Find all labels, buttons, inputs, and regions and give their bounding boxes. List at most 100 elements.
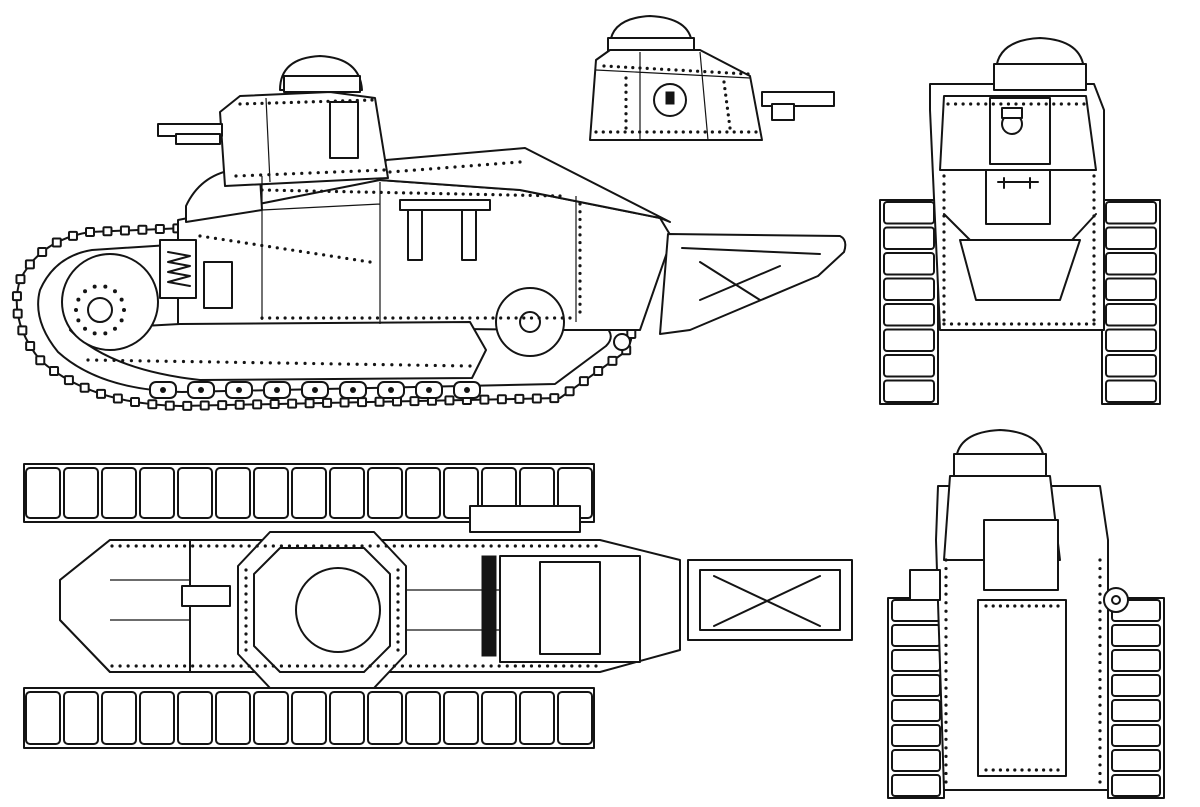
- rivet: [383, 316, 387, 320]
- rivet: [514, 316, 518, 320]
- track-pad: [101, 467, 137, 519]
- rivet: [181, 359, 186, 364]
- rivet: [469, 164, 473, 168]
- rivet: [213, 236, 218, 240]
- track-pad: [25, 691, 61, 745]
- rear-elevation-view: [887, 429, 1165, 799]
- front-rivets: [942, 102, 1096, 326]
- rivet: [291, 316, 295, 320]
- rivet: [505, 664, 509, 668]
- rivet: [255, 664, 259, 668]
- rivet: [1049, 604, 1053, 608]
- track-pad: [63, 467, 99, 519]
- rivet: [481, 544, 485, 548]
- rivet: [431, 191, 435, 196]
- rivet: [728, 126, 732, 130]
- rivet: [239, 544, 243, 548]
- rivet: [401, 191, 406, 195]
- rivet: [1034, 768, 1038, 772]
- rivet: [554, 664, 558, 668]
- rivet: [238, 102, 242, 106]
- rivet: [1098, 763, 1102, 767]
- rivet: [416, 544, 421, 548]
- track-pad: [1111, 699, 1161, 722]
- rivet: [291, 172, 296, 176]
- rivet: [942, 294, 946, 298]
- track-link: [549, 393, 560, 404]
- rivet: [312, 544, 316, 548]
- track-pad: [253, 691, 289, 745]
- rivet: [206, 235, 210, 239]
- track-pad: [883, 328, 935, 352]
- turret-detail-slot: [665, 91, 675, 105]
- rivet: [499, 316, 503, 320]
- rivet: [609, 64, 613, 68]
- rivet: [126, 544, 130, 548]
- track-pad: [139, 467, 175, 519]
- rivet: [957, 322, 961, 326]
- rivet: [221, 237, 225, 242]
- rivet: [459, 364, 463, 368]
- rear-right-track: [1107, 597, 1165, 799]
- rivet: [433, 544, 437, 548]
- rear-spare-hub: [1111, 595, 1121, 605]
- rivet: [283, 247, 287, 251]
- rivet: [374, 168, 378, 172]
- track-link: [17, 325, 28, 336]
- rivet: [594, 130, 598, 134]
- rivet: [370, 98, 374, 102]
- rivet: [1044, 102, 1048, 106]
- rivet: [1062, 322, 1066, 326]
- rivet: [624, 83, 628, 87]
- rivet: [964, 322, 969, 326]
- rivet: [446, 192, 450, 196]
- front-left-track: [879, 199, 939, 405]
- track-pad: [253, 467, 289, 519]
- track-pad: [1111, 674, 1161, 697]
- idler-hole: [83, 289, 88, 294]
- rivet: [529, 316, 534, 320]
- rivet: [360, 316, 364, 320]
- rivet: [275, 172, 279, 176]
- idler-hole: [76, 297, 81, 302]
- rivet: [483, 192, 488, 197]
- rivet: [453, 165, 457, 169]
- rivet: [289, 100, 293, 105]
- rivet: [696, 69, 700, 73]
- rivet: [191, 664, 195, 668]
- plan-exhaust-bar: [481, 555, 497, 657]
- rivet: [396, 648, 400, 652]
- rivet: [324, 170, 329, 174]
- rivet: [944, 737, 948, 741]
- rivet: [991, 768, 995, 772]
- rivet: [1013, 604, 1017, 608]
- rivet: [998, 768, 1003, 772]
- rivet: [681, 68, 685, 72]
- track-pad: [891, 774, 941, 797]
- rivet: [465, 544, 469, 548]
- rivet: [337, 255, 341, 259]
- rivet: [396, 592, 400, 596]
- rivet: [425, 544, 429, 548]
- rivet: [688, 130, 693, 134]
- rivet: [441, 544, 445, 548]
- rivet: [225, 360, 229, 364]
- rivet: [718, 130, 722, 134]
- rivet: [998, 604, 1003, 608]
- rivet: [1084, 322, 1089, 326]
- rivet: [316, 171, 320, 175]
- rivet: [1092, 198, 1096, 202]
- rivet: [244, 600, 248, 604]
- rivet: [392, 664, 396, 668]
- track-link: [496, 394, 507, 405]
- rivet: [279, 664, 283, 668]
- rivet: [1069, 322, 1074, 326]
- turret-detail-gun-mount: [771, 103, 795, 121]
- track-link: [35, 355, 46, 366]
- rivet: [1077, 322, 1081, 326]
- rivet: [326, 99, 330, 103]
- rivet: [710, 130, 714, 134]
- rivet: [429, 167, 433, 171]
- rivet: [497, 544, 501, 548]
